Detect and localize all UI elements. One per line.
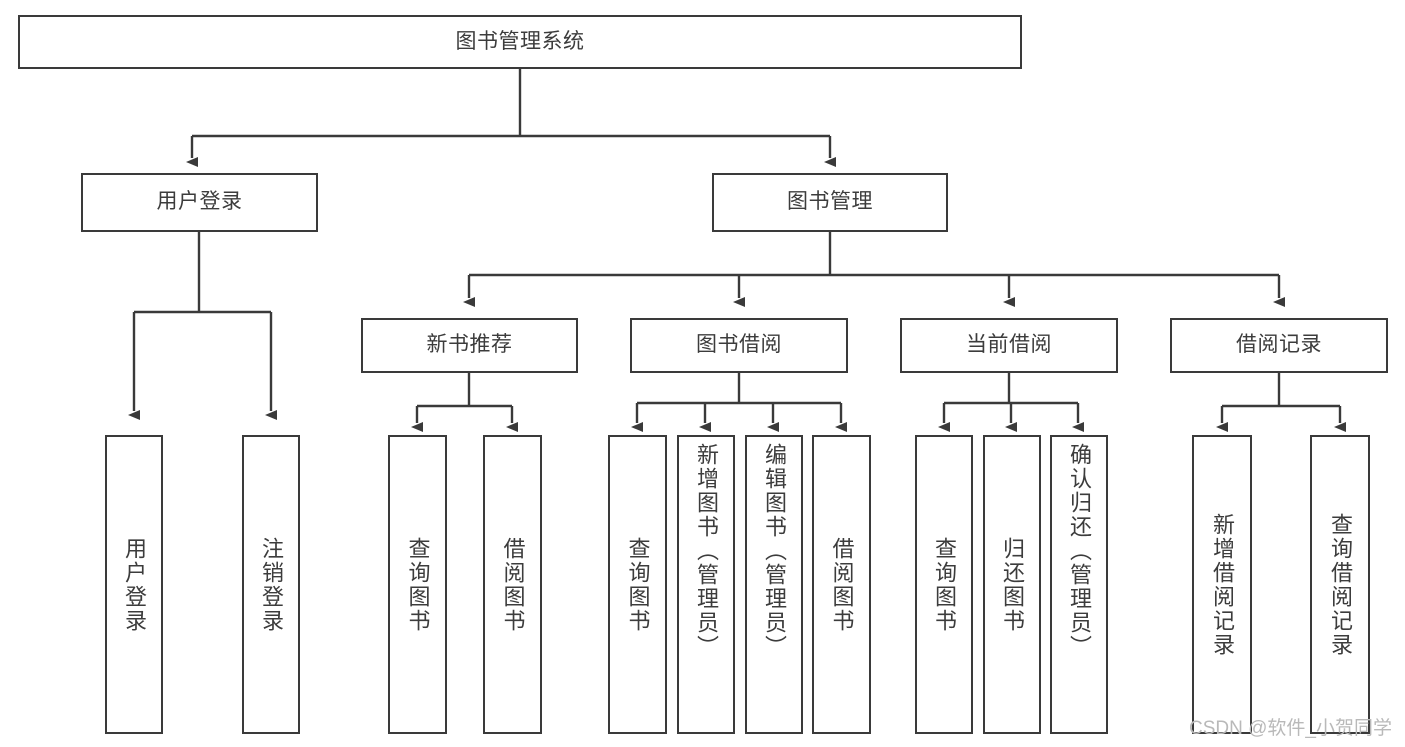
node-leaf-query-borrow-record[interactable]: 查询借阅记录 xyxy=(1310,435,1370,734)
node-label: 借阅图书 xyxy=(829,536,855,633)
node-label: 查询图书 xyxy=(932,536,957,633)
node-label: 新增借阅记录 xyxy=(1210,512,1235,657)
node-label: 图书借阅 xyxy=(696,333,782,357)
node-label: 查询图书 xyxy=(405,536,431,633)
node-leaf-query-book-recommend[interactable]: 查询图书 xyxy=(388,435,447,734)
node-label: 编辑图书（管理员） xyxy=(762,443,787,659)
node-leaf-query-book-borrow[interactable]: 查询图书 xyxy=(608,435,667,734)
node-label: 图书管理系统 xyxy=(455,29,585,53)
node-label: 当前借阅 xyxy=(966,333,1052,357)
node-leaf-add-borrow-record[interactable]: 新增借阅记录 xyxy=(1192,435,1252,734)
node-label: 用户登录 xyxy=(122,536,147,633)
node-root-book-management-system[interactable]: 图书管理系统 xyxy=(18,15,1022,69)
node-label: 借阅图书 xyxy=(500,536,526,633)
node-leaf-return-book[interactable]: 归还图书 xyxy=(983,435,1041,734)
node-leaf-logout[interactable]: 注销登录 xyxy=(242,435,300,734)
node-leaf-confirm-return-admin[interactable]: 确认归还（管理员） xyxy=(1050,435,1108,734)
node-label: 借阅记录 xyxy=(1236,333,1322,357)
node-leaf-query-book-current[interactable]: 查询图书 xyxy=(915,435,973,734)
node-leaf-user-login[interactable]: 用户登录 xyxy=(105,435,163,734)
node-label: 注销登录 xyxy=(259,536,284,633)
node-book-management[interactable]: 图书管理 xyxy=(712,173,948,232)
watermark-text: CSDN @软件_小贺同学 xyxy=(1189,718,1392,739)
node-user-login[interactable]: 用户登录 xyxy=(81,173,318,232)
node-leaf-edit-book-admin[interactable]: 编辑图书（管理员） xyxy=(745,435,803,734)
node-leaf-borrow-book-recommend[interactable]: 借阅图书 xyxy=(483,435,542,734)
node-leaf-add-book-admin[interactable]: 新增图书（管理员） xyxy=(677,435,735,734)
node-new-book-recommendation[interactable]: 新书推荐 xyxy=(361,318,578,373)
node-label: 查询图书 xyxy=(625,536,651,633)
node-current-borrow[interactable]: 当前借阅 xyxy=(900,318,1118,373)
node-label: 图书管理 xyxy=(787,190,873,214)
node-label: 归还图书 xyxy=(1000,536,1025,633)
node-label: 新增图书（管理员） xyxy=(694,443,719,659)
node-label: 用户登录 xyxy=(156,190,243,214)
node-book-borrow[interactable]: 图书借阅 xyxy=(630,318,848,373)
node-label: 新书推荐 xyxy=(426,333,513,357)
node-label: 查询借阅记录 xyxy=(1328,512,1353,657)
node-leaf-borrow-book[interactable]: 借阅图书 xyxy=(812,435,871,734)
node-borrow-record[interactable]: 借阅记录 xyxy=(1170,318,1388,373)
node-label: 确认归还（管理员） xyxy=(1067,443,1092,659)
